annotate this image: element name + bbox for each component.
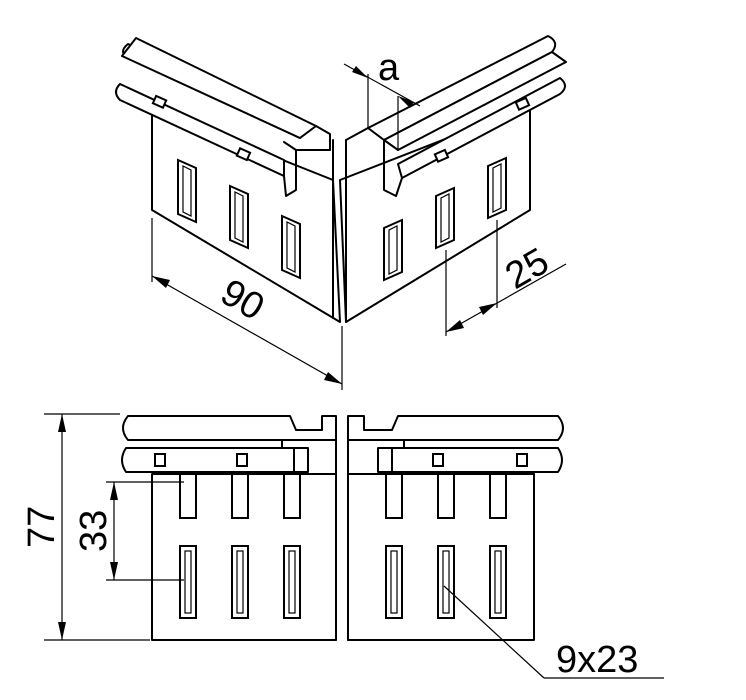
tab-hole <box>432 453 444 467</box>
dim-label-90: 90 <box>214 271 272 329</box>
right-wall-slots <box>383 156 507 282</box>
left-top-flange <box>122 415 337 441</box>
tab-hole <box>514 96 531 112</box>
left-wall-slots <box>177 158 301 280</box>
dim-label-a: a <box>378 47 400 89</box>
tab-hole <box>236 453 248 467</box>
tab-hole <box>154 453 166 467</box>
dimension-a: a <box>343 47 421 150</box>
right-top-flange <box>347 415 564 441</box>
dim-label-9x23: 9x23 <box>556 639 638 681</box>
dim-label-25: 25 <box>499 240 557 298</box>
tab-hole <box>433 148 450 164</box>
tab-hole <box>151 94 168 110</box>
right-lower-flange <box>391 447 563 473</box>
lower-slots <box>179 545 507 619</box>
dimension-77: 77 <box>21 413 150 641</box>
upper-slots <box>179 473 507 519</box>
left-lower-flange <box>121 447 295 473</box>
isometric-view: 90 25 a <box>115 35 567 390</box>
tab-hole <box>516 453 528 467</box>
front-view: 77 33 9x23 <box>21 413 664 681</box>
slot-size-leader: 9x23 <box>443 585 664 681</box>
dim-label-77: 77 <box>21 506 63 548</box>
tab-hole <box>235 146 252 162</box>
dim-label-33: 33 <box>73 510 115 552</box>
dimension-33: 33 <box>73 481 184 581</box>
